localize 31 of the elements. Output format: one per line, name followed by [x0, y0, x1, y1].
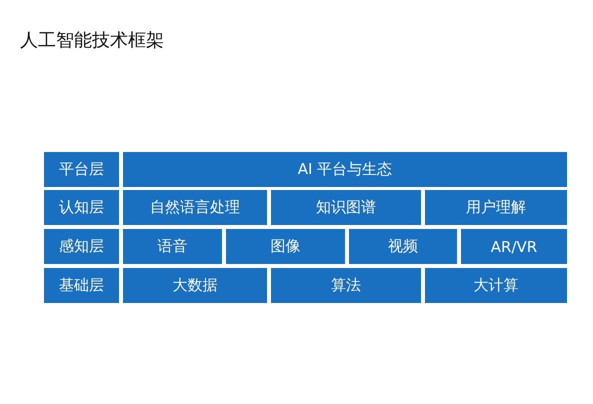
layer-label: 基础层 — [59, 276, 104, 295]
layer-label: 认知层 — [59, 198, 104, 217]
layer-label: 平台层 — [59, 160, 104, 179]
capability-label: 大计算 — [474, 276, 518, 295]
capability-label: 语音 — [158, 237, 188, 256]
layer-cell — [44, 268, 119, 303]
capability-label: 用户理解 — [466, 198, 526, 217]
capability-cell — [425, 268, 567, 303]
capability-label: 算法 — [331, 276, 361, 295]
capability-cell — [425, 190, 567, 225]
capability-cell — [349, 229, 457, 264]
capability-cell — [226, 229, 345, 264]
capability-cell — [271, 190, 421, 225]
capability-label: 自然语言处理 — [150, 198, 240, 217]
capability-label: 大数据 — [172, 276, 218, 295]
capability-cell — [123, 268, 267, 303]
layer-cell — [44, 190, 119, 225]
layer-cell — [44, 152, 119, 187]
capability-label: 知识图谱 — [316, 198, 376, 217]
diagram-title: 人工智能技术框架 — [20, 29, 164, 52]
capability-cell — [461, 229, 567, 264]
capability-cell — [123, 229, 222, 264]
layer-cell — [44, 229, 119, 264]
capability-cell — [123, 190, 267, 225]
layer-label: 感知层 — [59, 237, 104, 256]
capability-label: AI 平台与生态 — [298, 160, 392, 179]
capability-cell — [271, 268, 421, 303]
capability-label: AR/VR — [490, 238, 538, 256]
capability-label: 视频 — [388, 237, 418, 256]
capability-label: 图像 — [270, 237, 300, 256]
capability-cell — [123, 152, 567, 187]
